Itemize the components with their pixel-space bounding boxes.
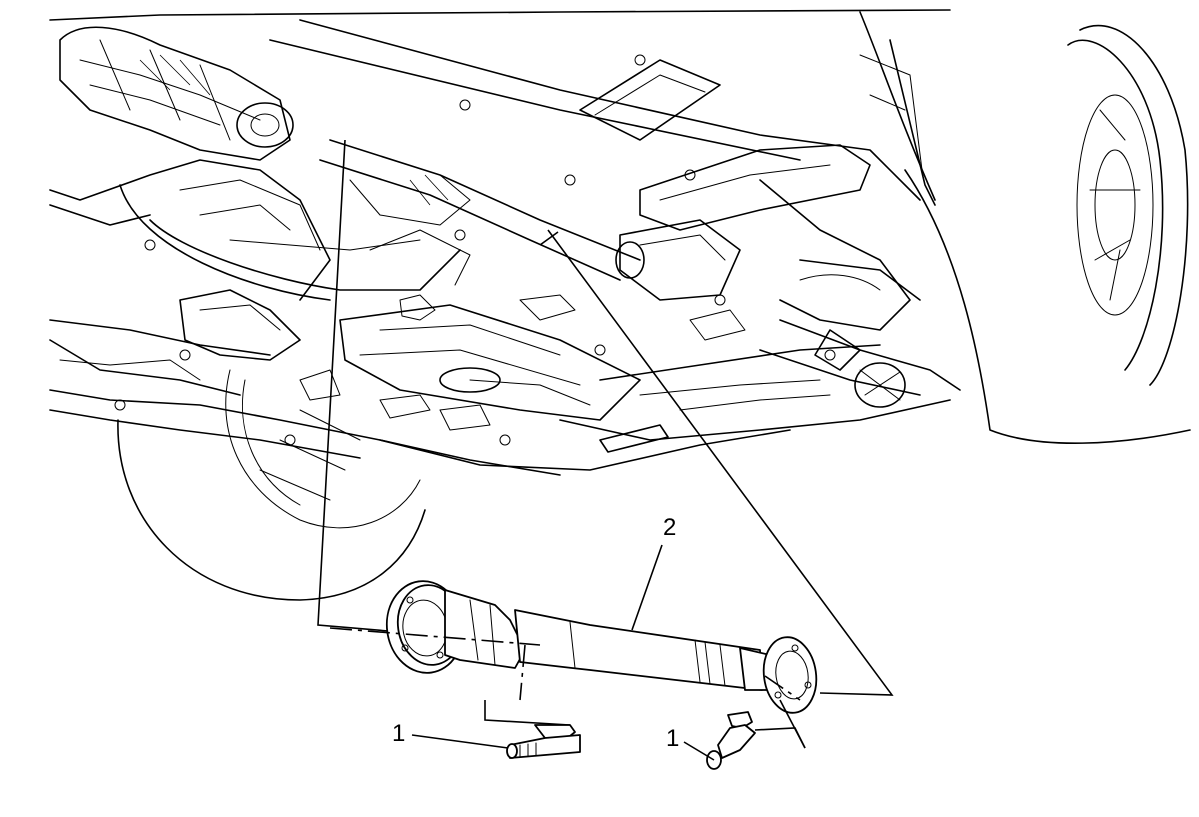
callout-bolt-front: 1 <box>392 720 405 747</box>
rear-wheel <box>904 24 1191 444</box>
callout-bolt-rear: 1 <box>666 725 679 752</box>
front-tire <box>117 369 426 601</box>
front-bolt-bracket <box>484 700 581 759</box>
vehicle-underbody <box>49 9 961 476</box>
propeller-shaft <box>385 580 818 714</box>
rear-bolt-bracket <box>706 699 806 770</box>
callout-leaders <box>411 544 715 761</box>
callout-propeller-shaft: 2 <box>663 514 676 541</box>
center-lines <box>329 627 801 701</box>
